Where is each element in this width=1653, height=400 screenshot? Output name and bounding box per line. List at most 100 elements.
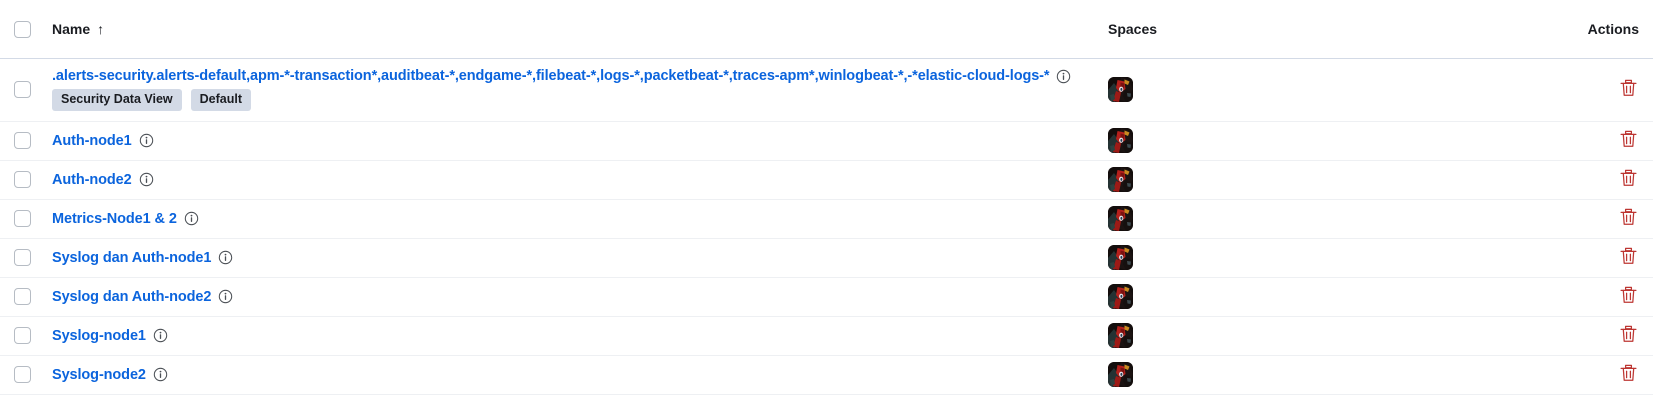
row-select-checkbox[interactable] [14, 248, 31, 266]
table-header-row: Name ↑ Spaces Actions [0, 0, 1653, 59]
table-header: Name ↑ Spaces Actions [0, 0, 1653, 59]
name-cell-content: Syslog-node2 [52, 367, 1092, 383]
space-avatar[interactable] [1108, 362, 1133, 387]
table-row: Syslog dan Auth-node1 [0, 238, 1653, 278]
name-cell-content: Auth-node1 [52, 133, 1092, 149]
data-view-name-cell: Syslog-node1 [44, 316, 1100, 356]
delete-data-view-button[interactable] [1618, 77, 1639, 99]
select-all-checkbox[interactable] [14, 20, 31, 38]
data-view-name-cell: Syslog dan Auth-node1 [44, 238, 1100, 278]
row-select-checkbox[interactable] [14, 80, 31, 98]
info-circle-icon[interactable] [218, 250, 233, 265]
info-circle-icon[interactable] [1056, 69, 1071, 84]
data-view-link[interactable]: .alerts-security.alerts-default,apm-*-tr… [52, 68, 1050, 85]
spaces-cell [1100, 121, 1500, 161]
row-select-cell [0, 121, 44, 161]
spaces-cell [1100, 58, 1500, 122]
actions-cell [1500, 199, 1653, 239]
name-line: Syslog-node2 [52, 367, 1092, 383]
delete-data-view-button[interactable] [1618, 167, 1639, 189]
info-circle-icon[interactable] [153, 328, 168, 343]
data-view-link[interactable]: Metrics-Node1 & 2 [52, 210, 177, 227]
data-view-name-cell: Syslog-node2 [44, 355, 1100, 395]
delete-data-view-button[interactable] [1618, 206, 1639, 228]
delete-data-view-button[interactable] [1618, 323, 1639, 345]
data-view-link[interactable]: Syslog-node1 [52, 327, 146, 344]
info-circle-icon[interactable] [153, 367, 168, 382]
data-view-link[interactable]: Syslog dan Auth-node2 [52, 288, 212, 305]
delete-data-view-button[interactable] [1618, 128, 1639, 150]
table-row: Metrics-Node1 & 2 [0, 199, 1653, 239]
name-line: .alerts-security.alerts-default,apm-*-tr… [52, 68, 1092, 84]
row-select-cell [0, 58, 44, 122]
name-cell-content: Metrics-Node1 & 2 [52, 211, 1092, 227]
data-view-name-cell: Metrics-Node1 & 2 [44, 199, 1100, 239]
table-row: Auth-node2 [0, 160, 1653, 200]
sort-by-name-button[interactable]: Name ↑ [52, 21, 104, 37]
sort-ascending-icon: ↑ [97, 20, 105, 37]
space-avatar[interactable] [1108, 245, 1133, 270]
data-view-name-cell: Auth-node2 [44, 160, 1100, 200]
actions-cell [1500, 160, 1653, 200]
column-header-spaces: Spaces [1100, 0, 1500, 59]
spaces-cell [1100, 316, 1500, 356]
row-select-cell [0, 199, 44, 239]
name-line: Metrics-Node1 & 2 [52, 211, 1092, 227]
data-view-link[interactable]: Auth-node2 [52, 171, 132, 188]
row-select-checkbox[interactable] [14, 131, 31, 149]
actions-cell [1500, 58, 1653, 122]
table-row: Syslog-node1 [0, 316, 1653, 356]
row-select-cell [0, 160, 44, 200]
data-view-badge[interactable]: Default [190, 89, 252, 111]
spaces-cell [1100, 238, 1500, 278]
data-view-link[interactable]: Syslog dan Auth-node1 [52, 249, 212, 266]
info-circle-icon[interactable] [139, 172, 154, 187]
row-select-checkbox[interactable] [14, 170, 31, 188]
badge-group: Security Data View Default [52, 89, 1092, 111]
data-view-name-cell: .alerts-security.alerts-default,apm-*-tr… [44, 58, 1100, 122]
column-header-name[interactable]: Name ↑ [44, 0, 1100, 59]
data-view-name-cell: Syslog dan Auth-node2 [44, 277, 1100, 317]
space-avatar[interactable] [1108, 284, 1133, 309]
actions-cell [1500, 238, 1653, 278]
name-cell-content: Auth-node2 [52, 172, 1092, 188]
row-select-cell [0, 238, 44, 278]
table-row: Auth-node1 [0, 121, 1653, 161]
row-select-checkbox[interactable] [14, 326, 31, 344]
actions-cell [1500, 355, 1653, 395]
space-avatar[interactable] [1108, 323, 1133, 348]
info-circle-icon[interactable] [218, 289, 233, 304]
row-select-checkbox[interactable] [14, 287, 31, 305]
name-cell-content: Syslog-node1 [52, 328, 1092, 344]
delete-data-view-button[interactable] [1618, 245, 1639, 267]
row-select-checkbox[interactable] [14, 209, 31, 227]
data-view-name-cell: Auth-node1 [44, 121, 1100, 161]
table-body: .alerts-security.alerts-default,apm-*-tr… [0, 58, 1653, 395]
name-cell-content: Syslog dan Auth-node2 [52, 289, 1092, 305]
column-header-actions: Actions [1500, 0, 1653, 59]
actions-cell [1500, 277, 1653, 317]
data-view-badge[interactable]: Security Data View [52, 89, 182, 111]
space-avatar[interactable] [1108, 128, 1133, 153]
info-circle-icon[interactable] [139, 133, 154, 148]
name-line: Syslog-node1 [52, 328, 1092, 344]
space-avatar[interactable] [1108, 77, 1133, 102]
name-cell-content: Syslog dan Auth-node1 [52, 250, 1092, 266]
space-avatar[interactable] [1108, 206, 1133, 231]
delete-data-view-button[interactable] [1618, 284, 1639, 306]
data-view-link[interactable]: Syslog-node2 [52, 366, 146, 383]
row-select-checkbox[interactable] [14, 365, 31, 383]
data-view-link[interactable]: Auth-node1 [52, 132, 132, 149]
row-select-cell [0, 277, 44, 317]
spaces-cell [1100, 160, 1500, 200]
table-row: Syslog-node2 [0, 355, 1653, 395]
row-select-cell [0, 316, 44, 356]
spaces-cell [1100, 355, 1500, 395]
space-avatar[interactable] [1108, 167, 1133, 192]
name-line: Auth-node1 [52, 133, 1092, 149]
delete-data-view-button[interactable] [1618, 362, 1639, 384]
actions-cell [1500, 316, 1653, 356]
info-circle-icon[interactable] [184, 211, 199, 226]
